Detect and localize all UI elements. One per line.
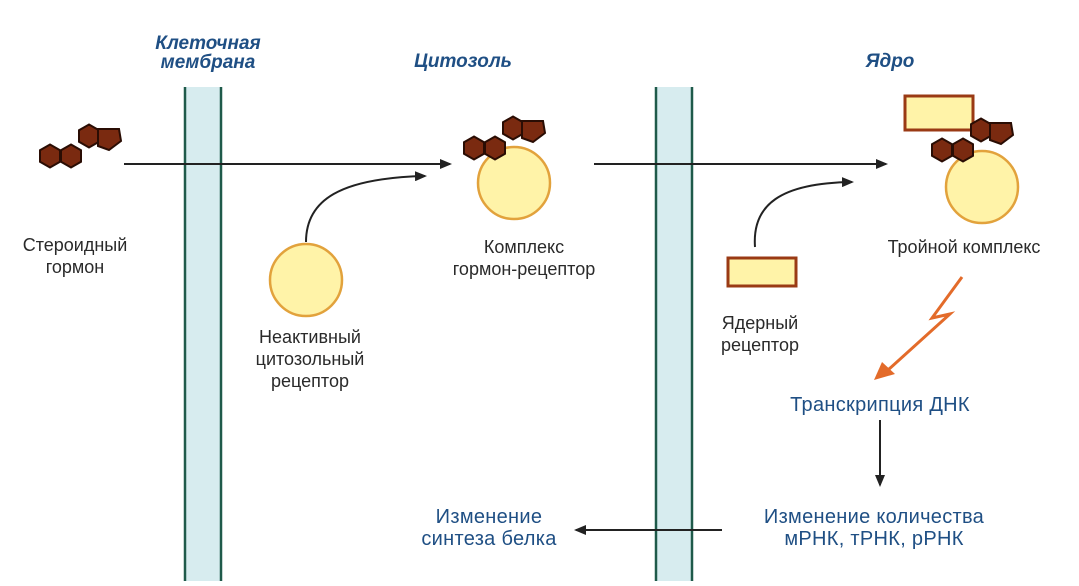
hormone-receptor-complex-icon: [463, 115, 552, 221]
text-dna-transcription: Транскрипция ДНК: [790, 394, 970, 416]
header-cell-membrane: Клеточная мембрана: [155, 33, 261, 73]
arrow-nuclear-receptor-binding: [753, 177, 854, 248]
nuclear-membrane: [654, 87, 694, 581]
label-inactive-receptor: Неактивный цитозольный рецептор: [255, 327, 365, 391]
label-steroid-hormone: Стероидный гормон: [22, 235, 128, 277]
inactive-receptor-icon: [268, 242, 344, 318]
text-protein-synthesis-change: Изменение синтеза белка: [421, 506, 557, 550]
label-hormone-receptor-complex: Комплекс гормон-рецептор: [452, 237, 596, 279]
header-nucleus: Ядро: [865, 51, 915, 72]
activation-signal-arrow: [874, 276, 964, 380]
arrow-receptor-binding: [305, 171, 427, 243]
cell-membrane: [183, 87, 223, 581]
label-triple-complex: Тройной комплекс: [887, 237, 1041, 257]
text-rna-change: Изменение количества мРНК, тРНК, рРНК: [763, 506, 985, 550]
header-cytosol: Цитозоль: [414, 51, 512, 72]
nuclear-receptor-icon: [726, 256, 798, 288]
label-nuclear-receptor: Ядерный рецептор: [721, 313, 799, 355]
steroid-hormone-icon: [39, 123, 123, 169]
triple-complex-icon: [903, 94, 1020, 225]
